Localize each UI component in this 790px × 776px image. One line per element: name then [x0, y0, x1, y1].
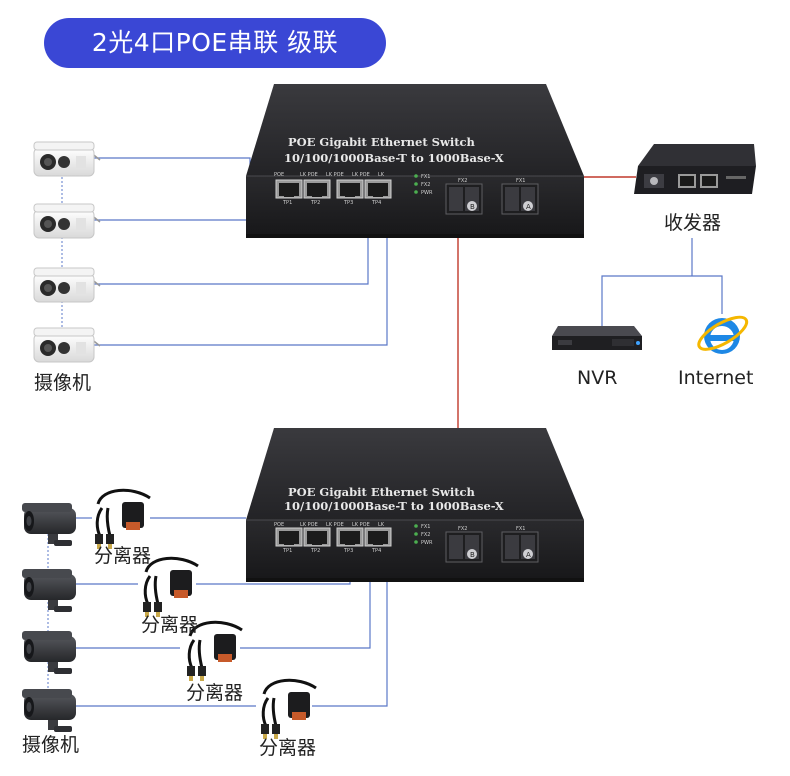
switch-bottom-portlabel-1: POE	[274, 522, 284, 528]
switch-top-portlabel-3: LK POE	[326, 172, 344, 178]
switch-bottom-portlabel-3: LK POE	[326, 522, 344, 528]
rj45-port-icon	[364, 179, 392, 199]
switch-bottom-fiber-label-1: FX2	[458, 526, 467, 532]
rj45-port-icon	[336, 527, 364, 547]
switch-bottom-subtitle: 10/100/1000Base-T to 1000Base-X	[284, 499, 504, 513]
switch-top-fiber-mark-b: B	[470, 203, 475, 211]
camera-icon	[33, 141, 101, 177]
switch-top-led-pwr: PWR	[421, 190, 433, 196]
transceiver-label: 收发器	[664, 212, 722, 234]
poe-switch-top: POE Gigabit Ethernet Switch 10/100/1000B…	[245, 83, 585, 239]
rj45-port-icon	[275, 179, 303, 199]
switch-bottom-portlabel-2: LK POE	[300, 522, 318, 528]
switch-top-portlabel-2: LK POE	[300, 172, 318, 178]
rj45-port-icon	[364, 527, 392, 547]
switch-top-fiber-mark-a: A	[526, 203, 531, 211]
switch-top-portlabel-4: LK POE	[352, 172, 370, 178]
camera-label-bottom: 摄像机	[22, 734, 80, 756]
ethernet-line-cam4	[94, 200, 388, 346]
camera-icon	[22, 503, 76, 546]
camera-icon	[33, 203, 101, 239]
switch-bottom-led-pwr: PWR	[421, 540, 433, 546]
switch-top-port-4: TP4	[371, 200, 381, 206]
rj45-port-icon	[336, 179, 364, 199]
switch-bottom-led-fx1: FX1	[421, 524, 430, 530]
sc-fiber-port-icon	[445, 531, 483, 563]
page-title: 2光4口POE串联 级联	[91, 28, 339, 57]
sc-fiber-port-icon	[501, 531, 539, 563]
camera-icon	[22, 631, 76, 674]
rj45-port-icon	[275, 527, 303, 547]
switch-bottom-led-fx2: FX2	[421, 532, 430, 538]
splitter-label-4: 分离器	[259, 737, 317, 759]
camera-icon	[33, 267, 101, 303]
poe-splitter-icon	[141, 556, 200, 619]
poe-switch-bottom: POE Gigabit Ethernet Switch 10/100/1000B…	[245, 427, 585, 583]
switch-bottom-portlabel-5: LK	[378, 522, 385, 528]
splitter-label-2: 分离器	[141, 614, 199, 636]
switch-top-fiber-label-2: FX1	[516, 178, 525, 184]
internet-explorer-icon	[692, 309, 753, 357]
splitter-label-3: 分离器	[186, 682, 244, 704]
media-converter-icon	[634, 144, 756, 194]
switch-bottom-port-4: TP4	[371, 548, 381, 554]
camera-label-top: 摄像机	[34, 372, 92, 394]
rj45-port-icon	[303, 179, 331, 199]
switch-top-led-fx2: FX2	[421, 182, 430, 188]
switch-bottom-fiber-mark-b: B	[470, 551, 475, 559]
rj45-port-icon	[303, 527, 331, 547]
switch-top-portlabel-1: POE	[274, 172, 284, 178]
sc-fiber-port-icon	[501, 183, 539, 215]
ethernet-line-splitter4	[312, 556, 388, 707]
switch-top-led-fx1: FX1	[421, 174, 430, 180]
ethernet-line-cam1	[94, 157, 251, 180]
sc-fiber-port-icon	[445, 183, 483, 215]
switch-top-portlabel-5: LK	[378, 172, 385, 178]
nvr-icon	[552, 326, 642, 350]
switch-bottom-port-3: TP3	[343, 548, 353, 554]
title-banner: 2光4口POE串联 级联	[44, 18, 386, 68]
camera-icon	[33, 327, 101, 363]
switch-top-title: POE Gigabit Ethernet Switch	[288, 135, 476, 149]
switch-top-port-3: TP3	[343, 200, 353, 206]
switch-bottom-fiber-mark-a: A	[526, 551, 531, 559]
switch-bottom-port-1: TP1	[282, 548, 292, 554]
ethernet-line-splitter3	[240, 556, 371, 649]
camera-icon	[22, 689, 76, 732]
poe-splitter-icon	[259, 678, 318, 741]
uplink-split-line	[601, 275, 723, 326]
internet-label: Internet	[678, 367, 754, 389]
switch-bottom-fiber-label-2: FX1	[516, 526, 525, 532]
splitter-label-1: 分离器	[94, 545, 152, 567]
switch-top-port-2: TP2	[310, 200, 320, 206]
switch-top-fiber-label-1: FX2	[458, 178, 467, 184]
switch-bottom-port-2: TP2	[310, 548, 320, 554]
switch-bottom-portlabel-4: LK POE	[352, 522, 370, 528]
switch-top-subtitle: 10/100/1000Base-T to 1000Base-X	[284, 151, 504, 165]
camera-icon	[22, 569, 76, 612]
switch-top-port-1: TP1	[282, 200, 292, 206]
nvr-label: NVR	[577, 367, 618, 389]
switch-bottom-title: POE Gigabit Ethernet Switch	[288, 485, 476, 499]
